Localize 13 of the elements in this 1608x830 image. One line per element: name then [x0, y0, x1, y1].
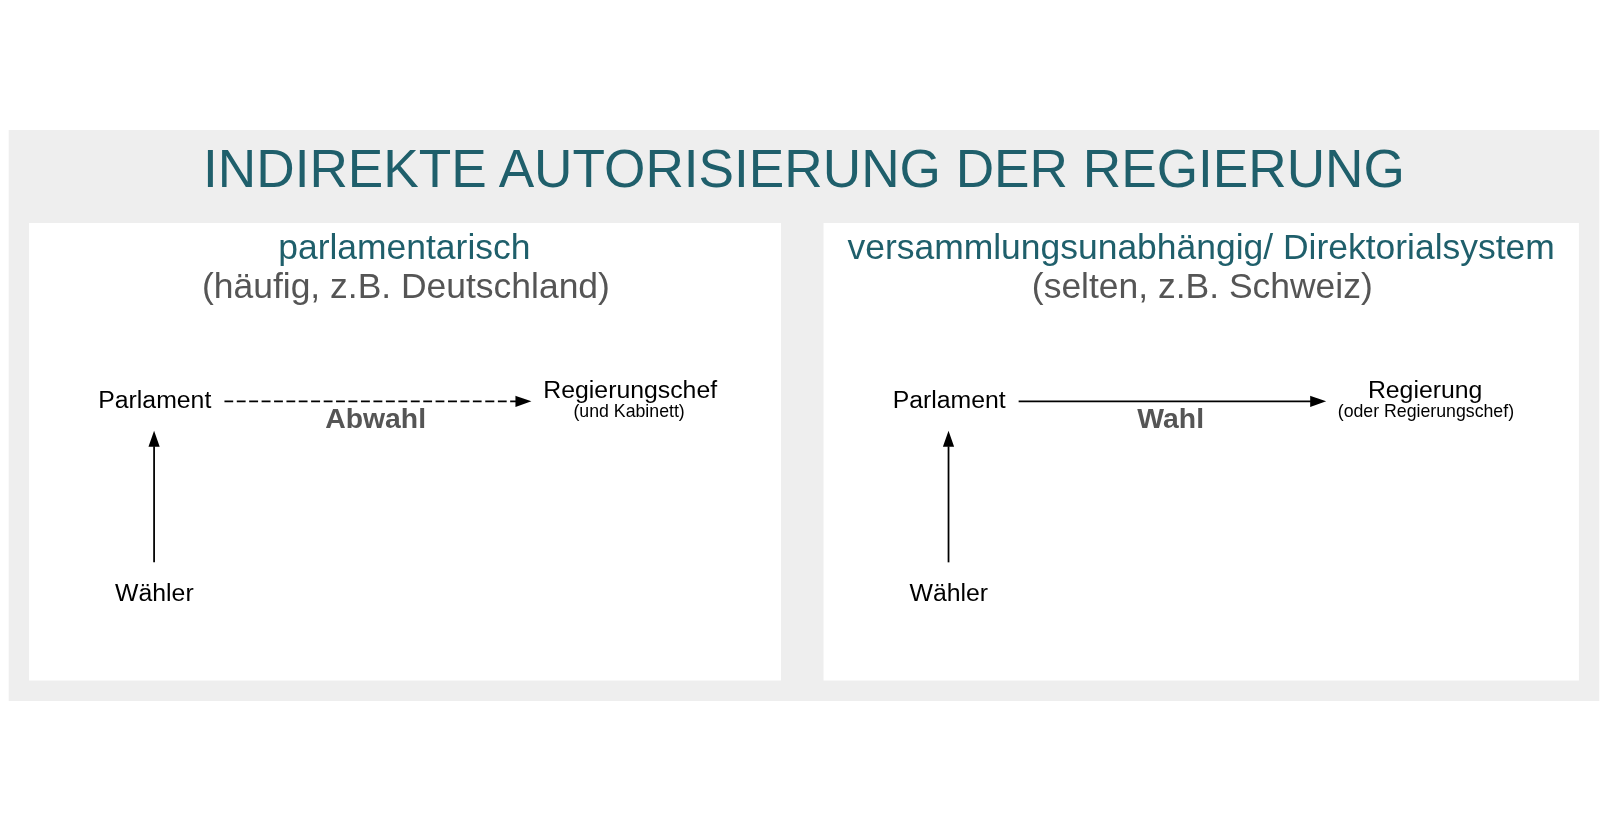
edge-label: Abwahl	[325, 401, 427, 434]
node-text: Wähler	[909, 578, 989, 606]
edge-label: Wahl	[1137, 401, 1205, 434]
arrow	[942, 430, 955, 563]
node-text: Regierung (oder Regierungschef)	[1337, 375, 1515, 421]
node-text: Parlament	[98, 385, 212, 413]
arrow	[148, 430, 160, 563]
diagram-title: INDIREKTE AUTORISIERUNG DER REGIERUNG	[203, 138, 1405, 198]
node-text: Parlament	[892, 385, 1006, 413]
node-text: Regierungschef (und Kabinett)	[543, 375, 718, 421]
arrow	[223, 395, 532, 407]
node-text: Wähler	[115, 578, 194, 606]
arrow	[1017, 395, 1327, 407]
